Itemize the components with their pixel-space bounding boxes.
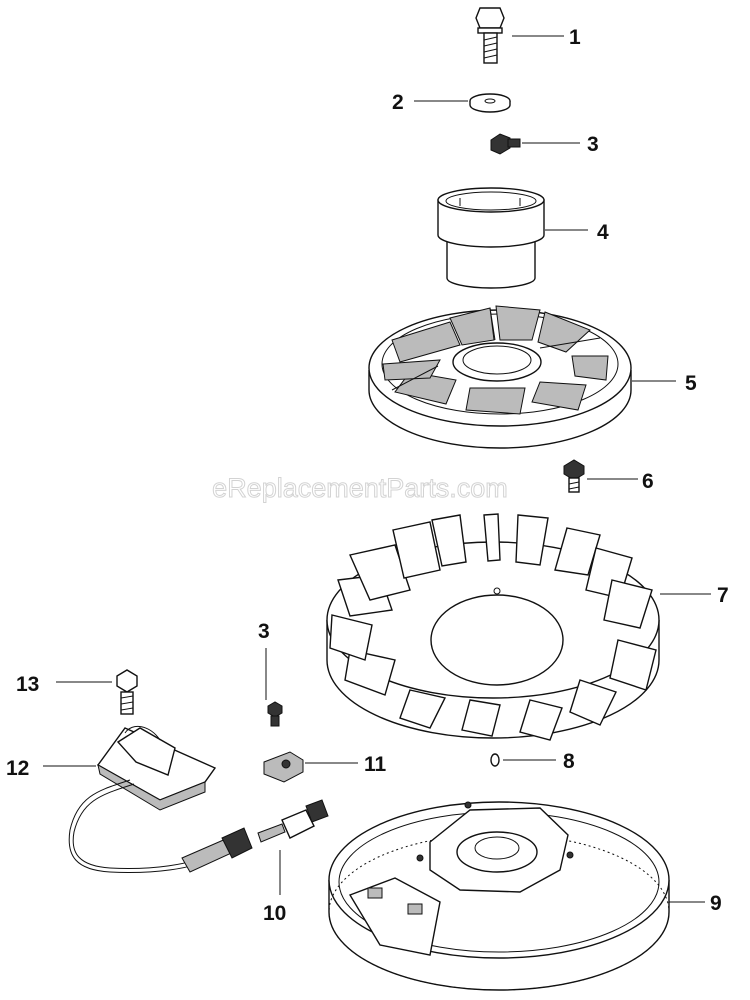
part-9-flywheel (328, 801, 670, 991)
callout-11: 11 (364, 753, 387, 776)
callout-3-lower: 3 (258, 620, 270, 643)
callout-10: 10 (263, 902, 286, 925)
part-6-screw (563, 459, 585, 493)
callout-8: 8 (563, 750, 575, 773)
callout-13: 13 (16, 673, 39, 696)
callout-3-top: 3 (587, 133, 599, 156)
callout-1: 1 (569, 26, 581, 49)
part-12-ignition-module (68, 725, 253, 873)
callout-2: 2 (392, 91, 404, 114)
callout-5: 5 (685, 372, 697, 395)
part-10-spark-plug (257, 799, 329, 843)
part-8-key (490, 753, 500, 767)
callout-12: 12 (6, 757, 29, 780)
callout-9: 9 (710, 892, 722, 915)
part-3-screw (490, 133, 521, 155)
part-4-cup (437, 187, 545, 289)
part-1-bolt (475, 7, 505, 64)
part-7-fan (326, 513, 660, 741)
fan-blades (329, 513, 657, 741)
callout-7: 7 (717, 584, 729, 607)
part-13-screw (116, 669, 138, 715)
callout-6: 6 (642, 470, 654, 493)
part-3-screw-lower (267, 701, 283, 727)
part-5-screen (368, 305, 632, 449)
callout-4: 4 (597, 221, 609, 244)
part-2-washer (469, 93, 511, 113)
screen-grill (382, 305, 609, 415)
watermark-text: eReplacementParts.com (212, 473, 508, 503)
part-11-clip (263, 751, 304, 783)
